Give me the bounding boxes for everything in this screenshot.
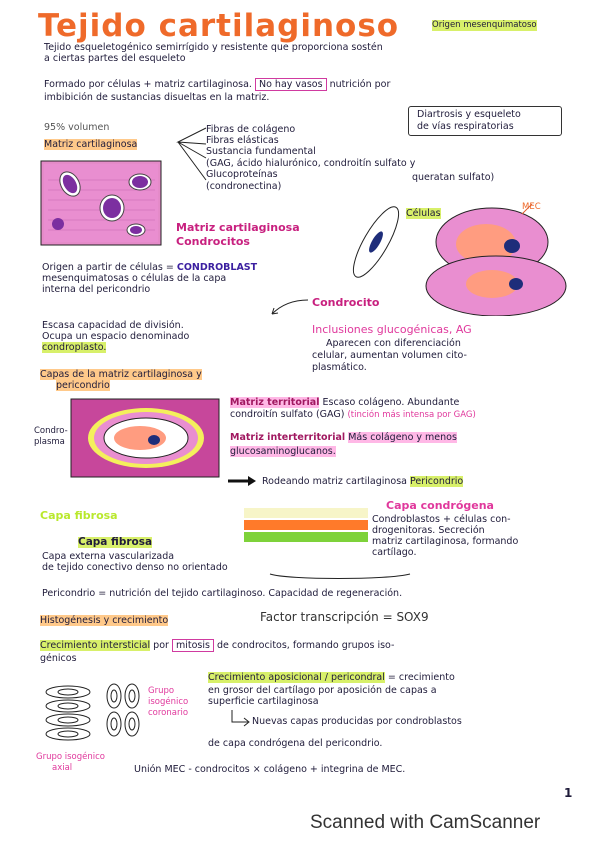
matrix-item-1: Fibras de colágeno [206, 124, 296, 135]
page-number: 1 [564, 786, 573, 800]
intro-line-2: a ciertas partes del esqueleto [44, 53, 186, 64]
chondrogenic-title: Capa condrógena [386, 499, 494, 512]
pericondrio-summary: Pericondrio = nutrición del tejido carti… [42, 588, 403, 599]
curved-arrow-icon [271, 299, 309, 315]
division-line-3: condroplasto. [42, 342, 107, 353]
fibrous-title: Capa fibrosa [78, 536, 153, 548]
division-line-2: Ocupa un espacio denominado [42, 331, 190, 342]
union-line: Unión MEC - condrocitos × colágeno + int… [134, 764, 406, 775]
chondrogenic-line-2: drogenitoras. Secreción [372, 525, 485, 536]
territorial-line-2: condroitín sulfato (GAG) (tinción más in… [230, 409, 476, 420]
formation-line-1: Formado por células + matriz cartilagino… [44, 78, 391, 91]
condroplasma-label-2: plasma [34, 437, 65, 447]
condrocito-label: Condrocito [312, 296, 380, 309]
matrix-item-3: Sustancia fundamental [206, 146, 316, 157]
chondrogenic-line-3: matriz cartilaginosa, formando [372, 536, 519, 547]
matrix-item-6: queratan sulfato) [412, 172, 495, 183]
growth-title: Histogénesis y crecimiento [40, 615, 169, 626]
inclusions-line-2: celular, aumentan volumen cito- [312, 350, 467, 361]
divider-brace [269, 573, 411, 579]
page-title: Tejido cartilaginoso [38, 8, 400, 44]
axial-group-illustration [45, 685, 91, 741]
interterritorial-line-1: Matriz interterritorial Más colágeno y m… [230, 432, 457, 443]
factor-line: Factor transcripción = SOX9 [260, 610, 429, 624]
fibrous-line-2: de tejido conectivo denso no orientado [42, 562, 228, 573]
band-light [244, 508, 368, 518]
layers-illustration [70, 398, 220, 478]
new-layers-line-2: de capa condrógena del pericondrio. [208, 738, 383, 749]
division-line-1: Escasa capacidad de división. [42, 320, 184, 331]
inclusions-line-3: plasmático. [312, 362, 367, 373]
coronal-group-illustration [106, 683, 140, 737]
layers-title-1: Capas de la matriz cartilaginosa y [40, 369, 202, 380]
cells-illustration [352, 203, 567, 316]
layers-title-2: pericondrio [56, 380, 110, 391]
matrix-label: Matriz cartilaginosa [44, 139, 138, 150]
appositional-line-1: Crecimiento aposicional / pericondral = … [208, 672, 455, 683]
appositional-line-2: en grosor del cartílago por aposición de… [208, 685, 437, 696]
no-vessels-box: No hay vasos [254, 78, 327, 91]
inclusions-title: Inclusiones glucogénicas, AG [312, 323, 472, 336]
axial-label-1: Grupo isogénico [36, 752, 106, 762]
cells-label: Células [406, 208, 441, 219]
interterritorial-line-2: glucosaminoglucanos. [230, 446, 336, 457]
axial-label-2: axial [52, 763, 73, 773]
arrow-right-icon [228, 476, 256, 486]
band-green [244, 532, 368, 542]
formation-line-2: imbibición de sustancias disueltas en la… [44, 92, 270, 103]
return-arrow-icon [231, 710, 250, 727]
interstitial-line-2: génicos [40, 653, 77, 664]
matrix-item-2: Fibras elásticas [206, 135, 279, 146]
figure-label-matrix: Matriz cartilaginosa [176, 221, 300, 234]
condroplasma-label-1: Condro- [34, 426, 68, 436]
note-frame: Diartrosis y esqueleto de vías respirato… [408, 106, 562, 136]
new-layers-line-1: Nuevas capas producidas por condroblasto… [252, 716, 462, 727]
coronal-label-2: isogénico [148, 697, 189, 707]
inclusions-line-1: Aparecen con diferenciación [326, 338, 461, 349]
matrix-brace [176, 127, 207, 181]
origin-line-1: Origen a partir de células = CONDROBLAST [42, 262, 258, 273]
origin-line-3: interna del pericondrio [42, 284, 151, 295]
scanner-footer: Scanned with CamScanner [310, 812, 541, 833]
fibrous-line-1: Capa externa vascularizada [42, 551, 175, 562]
territorial-line-1: Matriz territorial Escaso colágeno. Abun… [230, 397, 460, 408]
band-orange [244, 520, 368, 530]
volume-label: 95% volumen [44, 122, 110, 133]
chondrogenic-line-1: Condroblastos + células con- [372, 514, 511, 525]
matrix-illustration [40, 160, 162, 246]
intro-line-1: Tejido esqueletogénico semirrígido y res… [44, 42, 383, 53]
matrix-item-4: (GAG, ácido hialurónico, condroitín sulf… [206, 158, 416, 169]
interstitial-line: Crecimiento intersticial por mitosis de … [40, 639, 395, 652]
matrix-item-5: Glucoproteínas [206, 169, 278, 180]
mec-label: MEC [522, 202, 541, 212]
origin-note: Origen mesenquimatoso [432, 20, 537, 31]
coronal-label-3: coronario [148, 708, 189, 718]
figure-label-condrocitos: Condrocitos [176, 235, 250, 248]
surrounding-line: Rodeando matriz cartilaginosa Pericondri… [262, 476, 464, 487]
coronal-label-1: Grupo [148, 686, 175, 696]
origin-line-2: mesenquimatosas o células de la capa [42, 273, 227, 284]
appositional-line-3: superficie cartilaginosa [208, 696, 319, 707]
fibrous-layer-label: Capa fibrosa [40, 509, 118, 522]
matrix-item-7: (condronectina) [206, 181, 282, 192]
chondrogenic-line-4: cartílago. [372, 547, 417, 558]
